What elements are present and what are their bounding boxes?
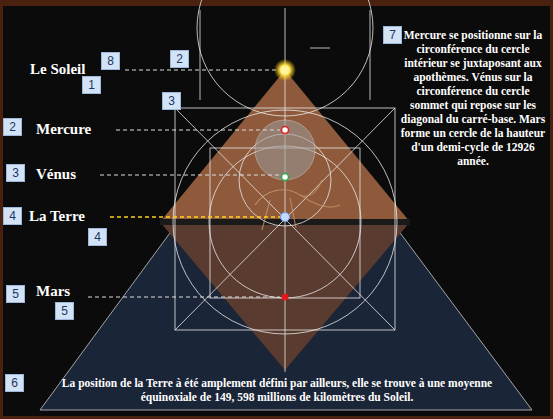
sun-core (281, 66, 290, 75)
callout-number: 8 (101, 52, 120, 70)
sun (274, 59, 296, 81)
callout-number: 3 (162, 92, 181, 110)
callout-number: 6 (5, 374, 24, 392)
line-shape (125, 70, 279, 71)
planet-label: Le Soleil (30, 61, 85, 78)
circle-shape (173, 110, 397, 334)
callout-number: 4 (3, 207, 22, 225)
planet-label: Vénus (36, 166, 76, 183)
note-text: Mercure se positionne sur la circonféren… (399, 28, 547, 168)
callout-number: 2 (3, 118, 22, 136)
path-shape (300, 195, 340, 207)
mars (282, 294, 289, 301)
callout-number: 2 (170, 50, 189, 68)
path-shape (255, 180, 322, 205)
venus (282, 174, 289, 181)
venus-circle (255, 120, 315, 180)
callout-number: 1 (82, 76, 101, 94)
pointer-lines (88, 70, 280, 297)
line-shape (310, 48, 330, 49)
construction (173, 0, 397, 372)
callout-number: 7 (383, 26, 402, 44)
line-shape (88, 297, 280, 298)
mercury (282, 127, 289, 134)
callout-number: 3 (6, 164, 25, 182)
line-shape (100, 175, 280, 176)
note-text: La position de la Terre à été amplement … (38, 376, 516, 404)
earth (281, 213, 290, 222)
line-shape (116, 130, 280, 131)
path-shape (262, 198, 296, 230)
callout-number: 4 (88, 228, 107, 246)
callout-number: 5 (55, 302, 74, 320)
planet-label: Mars (36, 283, 70, 300)
line-shape (110, 216, 280, 218)
planet-label: La Terre (29, 208, 85, 225)
callout-number: 5 (6, 285, 25, 303)
planet-label: Mercure (36, 121, 91, 138)
line-shape (200, 10, 201, 100)
line-shape (370, 10, 371, 100)
bird-figure (255, 180, 340, 230)
